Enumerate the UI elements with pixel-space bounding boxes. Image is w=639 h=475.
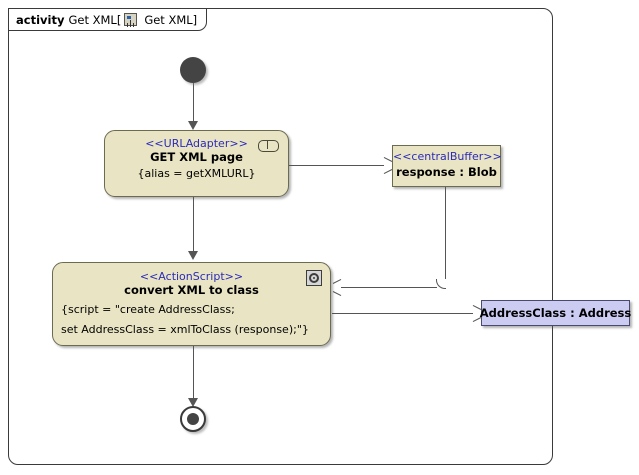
node-body-alias: {alias = getXMLURL} (137, 167, 256, 180)
edge-actionscript-to-final (193, 346, 194, 399)
node-name-addressclass-address: AddressClass : Address (479, 306, 632, 320)
frame-name: Get XML (68, 12, 117, 27)
action-node-get-xml-page[interactable]: <<URLAdapter>> GET XML page {alias = get… (104, 130, 289, 197)
frame-inner-name: Get XML (144, 12, 193, 27)
object-node-addressclass[interactable]: AddressClass : Address (479, 300, 632, 326)
node-script-line-2: set AddressClass = xmlToClass (response)… (61, 323, 309, 336)
activity-frame (8, 8, 553, 465)
edge-buffer-down (445, 187, 446, 279)
stereotype-centralbuffer: <<centralBuffer>> (393, 150, 502, 163)
frame-bracket-close: ] (192, 12, 198, 27)
activity-frame-title[interactable]: activity Get XML [ Get XML ] (8, 8, 208, 31)
stereotype-actionscript: <<ActionScript>> (139, 270, 244, 283)
edge-buffer-to-actionscript (341, 287, 437, 288)
activity-document-icon (124, 13, 138, 26)
central-buffer-node-response[interactable]: <<centralBuffer>> response : Blob (392, 145, 502, 187)
arrowhead-buffer-to-actionscript (332, 278, 342, 297)
pin-parameter-icon (258, 140, 279, 152)
arrowhead-start-to-urladapter (188, 121, 198, 130)
node-name-response-blob: response : Blob (396, 165, 497, 179)
gear-behavior-icon (306, 270, 322, 286)
edge-start-to-urladapter (193, 83, 194, 122)
activity-final-node[interactable] (180, 406, 206, 432)
frame-keyword: activity (16, 12, 65, 27)
action-node-convert-xml-to-class[interactable]: <<ActionScript>> convert XML to class {s… (52, 262, 331, 346)
edge-urladapter-to-actionscript (193, 197, 194, 251)
arrowhead-actionscript-to-final (188, 398, 198, 407)
arrowhead-urladapter-to-actionscript (188, 251, 198, 260)
initial-node[interactable] (180, 57, 206, 83)
edge-actionscript-to-addressclass (332, 313, 473, 314)
node-script-line-1: {script = "create AddressClass; (61, 303, 235, 316)
node-name-convert-xml-to-class: convert XML to class (124, 283, 259, 297)
frame-bracket-open: [ (116, 12, 122, 27)
edge-urladapter-to-buffer (289, 165, 384, 166)
node-name-get-xml-page: GET XML page (150, 150, 243, 164)
stereotype-urladapter: <<URLAdapter>> (145, 137, 248, 150)
